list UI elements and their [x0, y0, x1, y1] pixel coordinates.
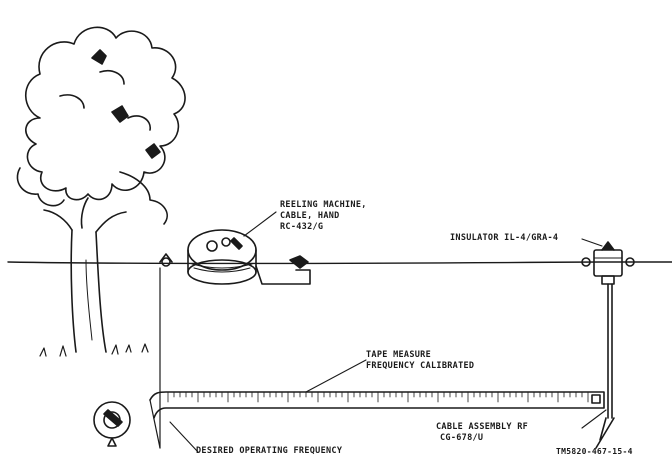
- tape-measure-line-1: TAPE MEASURE: [366, 350, 432, 360]
- reeling-machine-line-1: REELING MACHINE,: [280, 200, 367, 210]
- reeling-machine-line-2: CABLE, HAND: [280, 211, 340, 221]
- tape-ticks: [167, 391, 589, 403]
- reeling-machine-label: REELING MACHINE, CABLE, HAND RC-432/G: [280, 200, 367, 233]
- antenna-wire: [7, 261, 672, 265]
- tape-measure-label: TAPE MEASURE FREQUENCY CALIBRATED: [366, 350, 474, 372]
- insulator-text: INSULATOR IL-4/GRA-4: [450, 233, 559, 243]
- figure-id-label: TM5820-467-15-4: [556, 446, 633, 457]
- tape-measure: [149, 391, 605, 449]
- tape-measure-line-2: FREQUENCY CALIBRATED: [366, 361, 475, 371]
- cable-assembly-line-1: CABLE ASSEMBLY RF: [436, 422, 529, 432]
- tape-measure-leader: [305, 359, 367, 393]
- reeling-machine-leader: [243, 211, 277, 237]
- cable-assembly-line-2: CG-678/U: [440, 433, 484, 443]
- cable-assembly-label: CABLE ASSEMBLY RF CG-678/U: [436, 422, 528, 444]
- figure-id-text: TM5820-467-15-4: [556, 447, 633, 456]
- tree-icon: [16, 26, 186, 357]
- tape-reel-icon: [93, 401, 131, 447]
- desired-frequency-text: DESIRED OPERATING FREQUENCY: [196, 446, 343, 456]
- insulator-leader: [581, 238, 603, 247]
- desired-frequency-label: DESIRED OPERATING FREQUENCY: [196, 446, 342, 457]
- desired-frequency-leader: [169, 421, 199, 453]
- cable-assembly-leader: [581, 409, 607, 429]
- insulator-icon: [581, 241, 635, 449]
- reeling-machine-line-3: RC-432/G: [280, 222, 324, 232]
- cable-reel-icon: [159, 229, 311, 285]
- insulator-label: INSULATOR IL-4/GRA-4: [450, 233, 558, 244]
